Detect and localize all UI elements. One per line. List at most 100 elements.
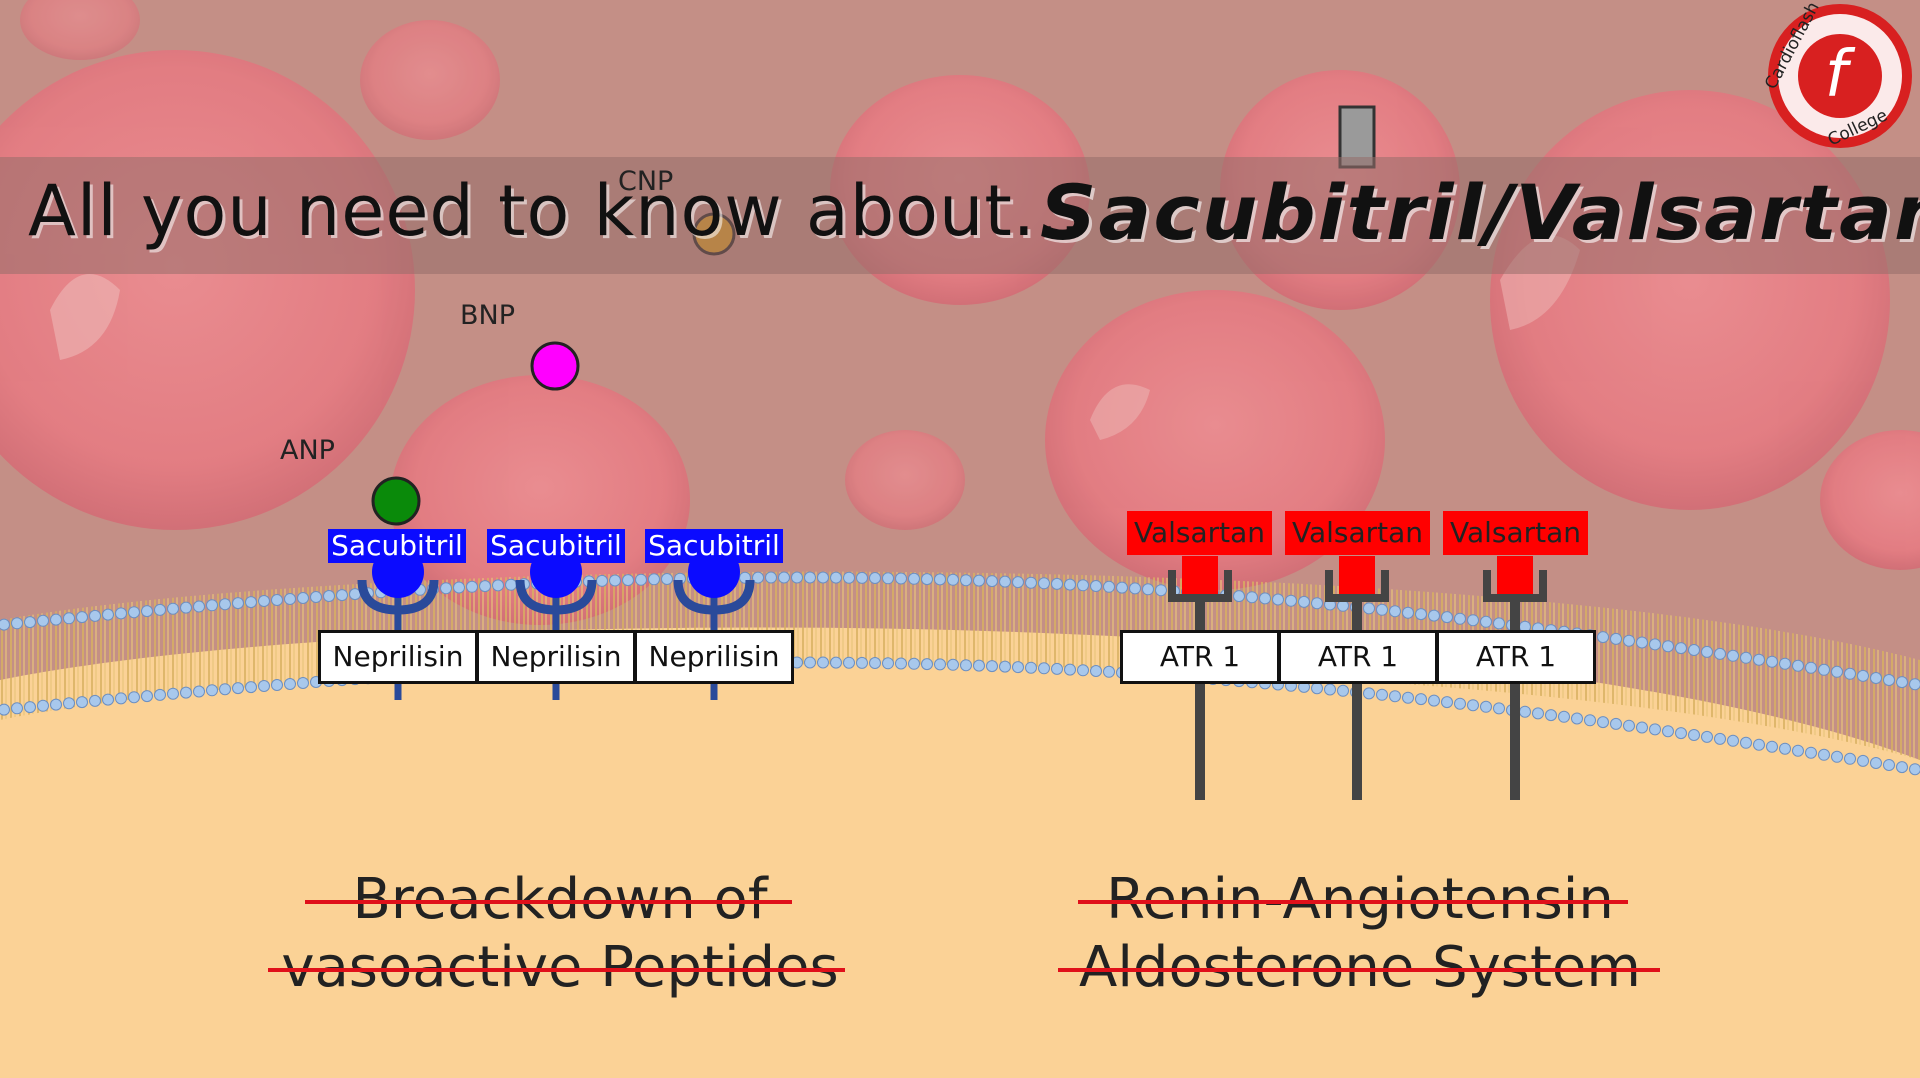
membrane-head [856, 656, 868, 669]
membrane-head [1571, 712, 1583, 725]
membrane-head [297, 677, 309, 689]
membrane-head [1324, 683, 1336, 696]
membrane-head [1597, 631, 1609, 644]
membrane-head [1311, 682, 1323, 695]
neprilisin-receptor: Neprilisin [476, 630, 636, 684]
membrane-head [245, 681, 257, 694]
membrane-head [791, 571, 803, 584]
sacubitril-label: Sacubitril [328, 529, 466, 563]
membrane-head [635, 573, 647, 586]
membrane-head [63, 697, 75, 710]
membrane-head [856, 571, 868, 584]
membrane-head [1480, 700, 1492, 713]
valsartan-label: Valsartan [1285, 511, 1430, 555]
membrane-head [0, 618, 10, 631]
membrane-head [1454, 612, 1466, 625]
membrane-head [999, 660, 1011, 673]
membrane-head [843, 571, 855, 584]
title-prefix: All you need to know about... [28, 170, 1083, 252]
membrane-head [1376, 688, 1388, 701]
membrane-head [1012, 576, 1024, 589]
membrane-head [1857, 669, 1869, 682]
valsartan-label: Valsartan [1127, 511, 1272, 555]
atr1-receptor: ATR 1 [1278, 630, 1438, 684]
membrane-head [1376, 603, 1388, 616]
membrane-head [1415, 608, 1427, 621]
membrane-head [882, 657, 894, 670]
membrane-head [479, 580, 491, 593]
membrane-head [1779, 742, 1791, 755]
membrane-head [1714, 732, 1726, 745]
membrane-head [1064, 663, 1076, 676]
membrane-heads [0, 571, 1920, 776]
atr1-receptor: ATR 1 [1120, 630, 1280, 684]
membrane-head [1064, 578, 1076, 591]
membrane-head [817, 656, 829, 669]
membrane-head [895, 657, 907, 670]
membrane-head [921, 658, 933, 671]
membrane-head [1584, 714, 1596, 727]
membrane-head [1142, 583, 1154, 596]
membrane-head [1025, 661, 1037, 674]
neprilisin-receptor: Neprilisin [634, 630, 794, 684]
membrane-head [11, 702, 23, 715]
membrane-head [1818, 748, 1830, 761]
membrane-head [37, 614, 49, 627]
membrane-head [1844, 667, 1856, 680]
membrane-head [102, 693, 114, 706]
membrane-head [1077, 664, 1089, 677]
membrane-head [1545, 709, 1557, 722]
membrane-head [258, 595, 270, 607]
membrane-head [102, 608, 114, 621]
membrane-head [440, 582, 452, 595]
membrane-head [1740, 736, 1752, 749]
membrane-head [1298, 595, 1310, 608]
membrane-head [1870, 757, 1882, 769]
membrane-head [1662, 640, 1674, 653]
membrane-head [232, 682, 244, 695]
membrane-head [908, 657, 920, 670]
membrane-head [1233, 590, 1245, 603]
membrane-head [206, 684, 218, 697]
membrane-head [1038, 662, 1050, 675]
membrane-head [1831, 750, 1843, 763]
membrane-head [167, 687, 179, 700]
sacubitril-label: Sacubitril [645, 529, 783, 563]
membrane-head [1467, 614, 1479, 627]
membrane-head [310, 591, 322, 603]
membrane-head [908, 572, 920, 585]
membrane-head [1532, 707, 1544, 720]
right-outcome-line-1: Renin-Angiotensin [1106, 867, 1614, 932]
membrane-head [63, 612, 75, 625]
membrane-head [986, 660, 998, 673]
membrane-head [1818, 663, 1830, 676]
membrane-head [193, 685, 205, 698]
membrane-head [1753, 738, 1765, 751]
membrane-head [1675, 642, 1687, 655]
membrane-head [1896, 761, 1908, 774]
membrane-head [1727, 734, 1739, 747]
membrane-head [960, 659, 972, 672]
membrane-head [1155, 584, 1167, 597]
membrane-head [1051, 662, 1063, 675]
membrane-head [167, 602, 179, 615]
membrane-head [1493, 617, 1505, 630]
bnp-molecule [530, 341, 580, 391]
membrane-head [1038, 577, 1050, 590]
membrane-head [1909, 678, 1920, 691]
membrane-head [1493, 702, 1505, 715]
membrane-head [1480, 615, 1492, 628]
membrane-head [1688, 729, 1700, 741]
membrane-head [1883, 759, 1895, 771]
membrane-head [141, 605, 153, 618]
membrane-head [1792, 659, 1804, 672]
membrane-head [232, 597, 244, 610]
membrane-head [76, 696, 88, 709]
membrane-head [1246, 591, 1258, 604]
membrane-head [1623, 719, 1635, 732]
membrane-head [1129, 582, 1141, 595]
right-outcome: Renin-Angiotensin Aldosterone System [1050, 866, 1670, 1002]
membrane-head [752, 571, 764, 584]
cnp-label: CNP [618, 166, 674, 197]
membrane-head [1116, 581, 1128, 594]
